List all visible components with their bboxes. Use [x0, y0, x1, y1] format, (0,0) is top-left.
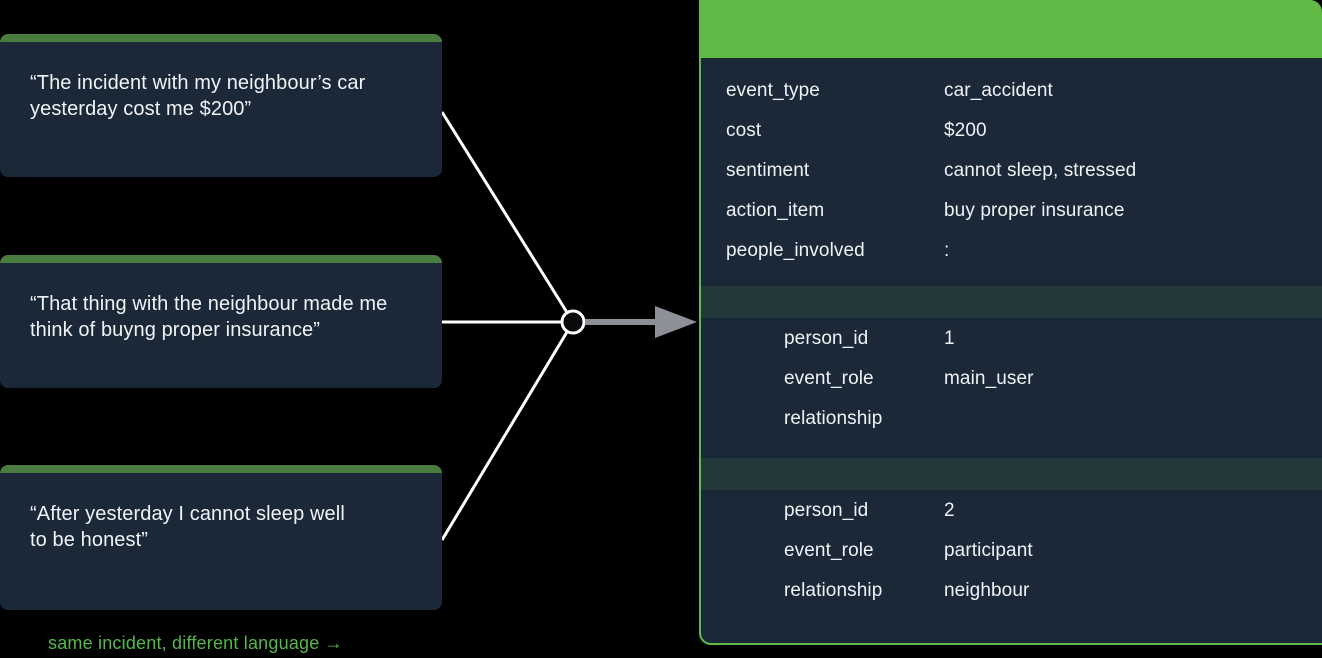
- field-value: neighbour: [944, 580, 1030, 601]
- junction-node: [560, 309, 586, 335]
- quote-card-3[interactable]: “After yesterday I cannot sleep well to …: [0, 465, 442, 610]
- card-accent-bar: [0, 34, 442, 42]
- field-row-person-id: person_id 1: [701, 328, 1322, 368]
- field-value: buy proper insurance: [944, 200, 1125, 221]
- field-row-relationship: relationship: [701, 408, 1322, 448]
- field-label: person_id: [784, 328, 869, 349]
- quote-text: “After yesterday I cannot sleep well to …: [30, 503, 345, 551]
- person-group-2: person_id 2 event_role participant relat…: [701, 496, 1322, 624]
- person-group-1: person_id 1 event_role main_user relatio…: [701, 324, 1322, 452]
- field-label: event_role: [784, 540, 874, 561]
- caption-label: same incident, different language →: [48, 633, 343, 653]
- field-value: 1: [944, 328, 955, 349]
- field-row-cost: cost $200: [701, 120, 1322, 160]
- field-label: event_role: [784, 368, 874, 389]
- field-label: relationship: [784, 580, 883, 601]
- field-label: relationship: [784, 408, 883, 429]
- person-group-divider: [701, 458, 1322, 490]
- schema-field-list: event_type car_accident cost $200 sentim…: [701, 58, 1322, 624]
- arrow-head-icon: [655, 306, 697, 338]
- field-row-event-role: event_role participant: [701, 540, 1322, 580]
- field-row-people-involved: people_involved :: [701, 240, 1322, 280]
- field-row-person-id: person_id 2: [701, 500, 1322, 540]
- field-label: people_involved: [726, 240, 865, 261]
- field-value: cannot sleep, stressed: [944, 160, 1137, 181]
- field-row-relationship: relationship neighbour: [701, 580, 1322, 620]
- schema-panel-header: [701, 0, 1322, 58]
- quote-card-1[interactable]: “The incident with my neighbour’s car ye…: [0, 34, 442, 177]
- field-row-sentiment: sentiment cannot sleep, stressed: [701, 160, 1322, 200]
- connector-line-card-3: [440, 321, 575, 541]
- field-row-event-role: event_role main_user: [701, 368, 1322, 408]
- card-accent-bar: [0, 255, 442, 263]
- card-accent-bar: [0, 465, 442, 473]
- field-label: event_type: [726, 80, 820, 101]
- field-label: cost: [726, 120, 762, 141]
- field-value: $200: [944, 120, 987, 141]
- field-row-action-item: action_item buy proper insurance: [701, 200, 1322, 240]
- field-row-event-type: event_type car_accident: [701, 80, 1322, 120]
- field-value: car_accident: [944, 80, 1053, 101]
- field-value: 2: [944, 500, 955, 521]
- quote-text: “The incident with my neighbour’s car ye…: [30, 72, 366, 120]
- field-value: participant: [944, 540, 1033, 561]
- field-value: main_user: [944, 368, 1034, 389]
- field-label: action_item: [726, 200, 825, 221]
- field-label: sentiment: [726, 160, 810, 181]
- quote-text: “That thing with the neighbour made me t…: [30, 293, 388, 341]
- field-label: person_id: [784, 500, 869, 521]
- person-group-divider: [701, 286, 1322, 318]
- field-value: :: [944, 240, 950, 261]
- schema-panel: event_type car_accident cost $200 sentim…: [699, 0, 1322, 645]
- connector-line-card-1: [440, 111, 575, 323]
- quote-card-2[interactable]: “That thing with the neighbour made me t…: [0, 255, 442, 388]
